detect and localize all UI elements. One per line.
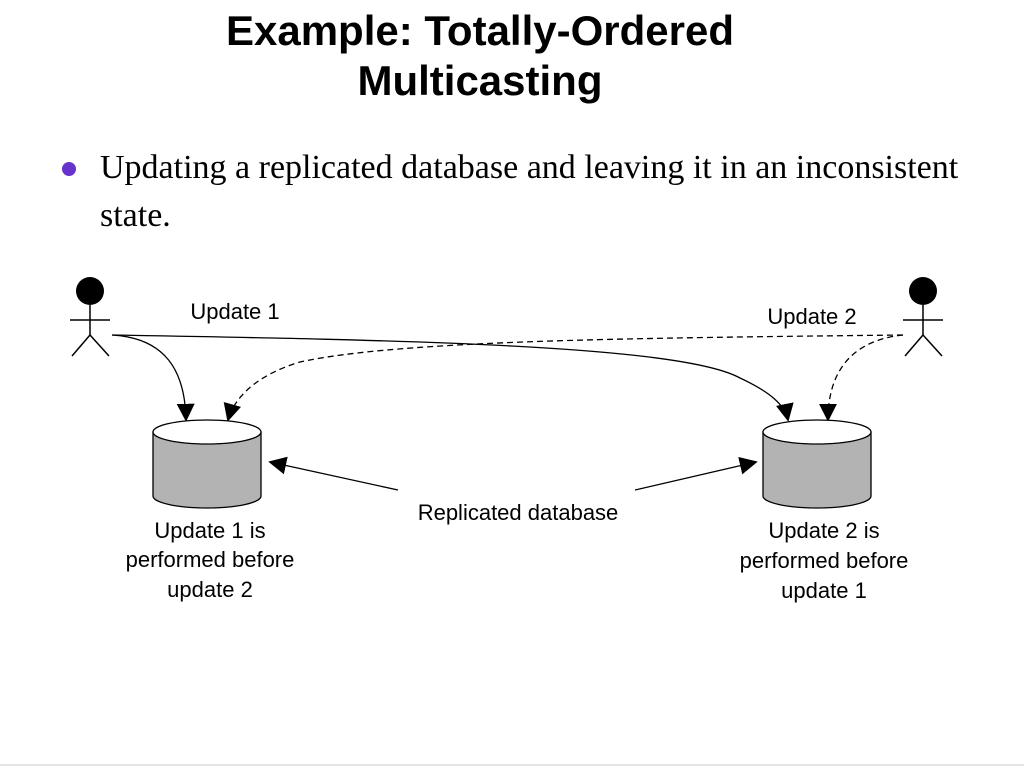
right-db-caption-line-1: Update 2 is [768,518,879,543]
left-database-icon [152,419,262,509]
replicated-database-label: Replicated database [418,500,619,525]
right-db-caption-line-2: performed before [740,548,909,573]
right-database-icon [762,419,872,509]
slide-title: Example: Totally-Ordered Multicasting [0,6,960,106]
right-user-icon [903,277,943,357]
update-2-to-left-db-arrow [223,334,904,422]
left-user-icon [70,277,110,357]
bottom-divider [0,764,1024,766]
title-line-2: Multicasting [357,57,603,104]
bullet-dot-icon [62,162,76,176]
update-1-label: Update 1 [190,299,279,324]
update-1-to-left-db-arrow [111,334,195,422]
replicated-db-left-pointer-arrow [268,456,399,491]
title-line-1: Example: Totally-Ordered [225,7,735,54]
left-db-caption-line-2: performed before [126,547,295,572]
left-db-caption-line-1: Update 1 is [154,518,265,543]
left-db-caption-line-3: update 2 [167,577,253,602]
update-2-to-right-db-arrow [819,334,904,422]
right-db-caption-line-3: update 1 [781,578,867,603]
bullet-text: Updating a replicated database and leavi… [100,149,959,234]
update-1-to-right-db-arrow [111,334,794,422]
replicated-db-right-pointer-arrow [634,456,758,491]
update-2-label: Update 2 [767,304,856,329]
